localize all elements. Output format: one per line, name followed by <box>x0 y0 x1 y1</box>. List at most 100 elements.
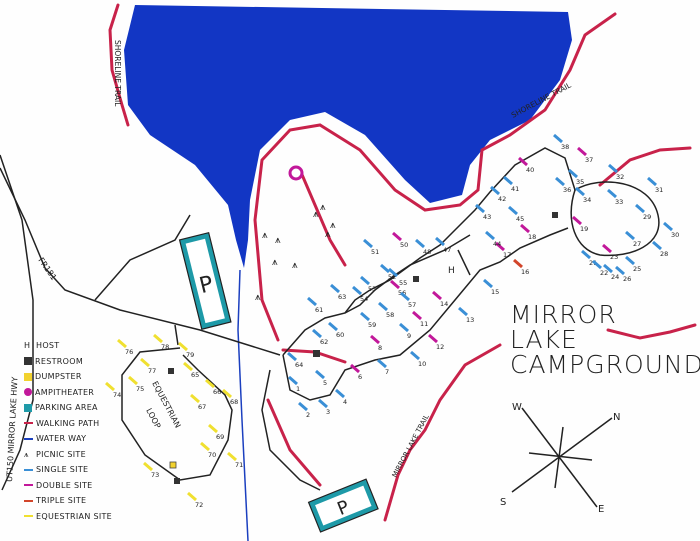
campsite-number[interactable]: 17 <box>503 251 511 259</box>
campsite-marker[interactable] <box>187 491 197 502</box>
campsite-marker[interactable] <box>603 263 613 274</box>
campsite-number[interactable]: 59 <box>368 321 376 329</box>
campsite-number[interactable]: 76 <box>125 348 133 356</box>
shoreline-trail-right[interactable] <box>253 12 617 342</box>
campsite-number[interactable]: 38 <box>561 143 569 151</box>
campsite-number[interactable]: 26 <box>623 275 631 283</box>
campsite-number[interactable]: 27 <box>633 240 641 248</box>
campsite-marker[interactable] <box>483 278 493 289</box>
equestrian-loop-road[interactable] <box>121 347 233 481</box>
campsite-number[interactable]: 77 <box>148 367 156 375</box>
campsite-number[interactable]: 48 <box>423 248 431 256</box>
campsite-number[interactable]: 23 <box>610 253 618 261</box>
campsite-number[interactable]: 69 <box>216 433 224 441</box>
campsite-marker[interactable] <box>390 279 400 290</box>
forest-road[interactable] <box>0 167 281 356</box>
campsite-marker[interactable] <box>602 243 612 254</box>
campsite-marker[interactable] <box>307 296 317 307</box>
campsite-marker[interactable] <box>330 283 340 294</box>
campsite-number[interactable]: 33 <box>615 198 623 206</box>
campsite-marker[interactable] <box>581 249 591 260</box>
campsite-number[interactable]: 22 <box>600 269 608 277</box>
campsite-marker[interactable] <box>315 369 325 380</box>
campsite-marker[interactable] <box>608 163 618 174</box>
campsite-marker[interactable] <box>392 231 402 242</box>
campsite-marker[interactable] <box>513 258 523 269</box>
campsite-marker[interactable] <box>335 388 345 399</box>
campsite-number[interactable]: 4 <box>343 398 347 406</box>
campsite-number[interactable]: 37 <box>585 156 593 164</box>
campsite-marker[interactable] <box>635 203 645 214</box>
campsite-number[interactable]: 28 <box>660 250 668 258</box>
campsite-number[interactable]: 9 <box>407 332 411 340</box>
campsite-marker[interactable] <box>140 357 150 368</box>
campsite-number[interactable]: 11 <box>420 320 428 328</box>
campground-loop-upper[interactable] <box>282 147 576 356</box>
campsite-marker[interactable] <box>208 423 218 434</box>
campsite-marker[interactable] <box>663 221 673 232</box>
campsite-number[interactable]: 61 <box>315 306 323 314</box>
campsite-number[interactable]: 64 <box>295 361 303 369</box>
highway-road[interactable] <box>0 154 34 491</box>
campsite-marker[interactable] <box>520 223 530 234</box>
campsite-number[interactable]: 30 <box>671 231 679 239</box>
campsite-marker[interactable] <box>615 265 625 276</box>
campsite-number[interactable]: 13 <box>466 316 474 324</box>
campsite-marker[interactable] <box>400 291 410 302</box>
campsite-marker[interactable] <box>378 301 388 312</box>
campsite-marker[interactable] <box>350 363 360 374</box>
campsite-marker[interactable] <box>287 351 297 362</box>
campsite-marker[interactable] <box>143 461 153 472</box>
campsite-marker[interactable] <box>575 186 585 197</box>
campsite-marker[interactable] <box>288 375 298 386</box>
campsite-marker[interactable] <box>360 311 370 322</box>
campsite-number[interactable]: 29 <box>643 213 651 221</box>
campsite-marker[interactable] <box>312 328 322 339</box>
campsite-marker[interactable] <box>205 378 215 389</box>
campsite-marker[interactable] <box>360 275 370 286</box>
shoreline-trail-left[interactable] <box>108 3 130 127</box>
parking-area-south[interactable]: P <box>307 478 379 533</box>
campsite-marker[interactable] <box>652 240 662 251</box>
campsite-number[interactable]: 57 <box>408 301 416 309</box>
campsite-marker[interactable] <box>128 375 138 386</box>
campsite-number[interactable]: 51 <box>371 248 379 256</box>
campsite-number[interactable]: 18 <box>528 233 536 241</box>
campsite-marker[interactable] <box>647 176 657 187</box>
campsite-marker[interactable] <box>363 238 373 249</box>
campsite-number[interactable]: 67 <box>198 403 206 411</box>
campsite-number[interactable]: 63 <box>338 293 346 301</box>
campsite-number[interactable]: 43 <box>483 213 491 221</box>
campsite-number[interactable]: 10 <box>418 360 426 368</box>
campsite-marker[interactable] <box>178 341 188 352</box>
campsite-number[interactable]: 16 <box>521 268 529 276</box>
campsite-marker[interactable] <box>432 290 442 301</box>
campsite-number[interactable]: 66 <box>213 388 221 396</box>
campsite-number[interactable]: 74 <box>113 391 121 399</box>
campsite-number[interactable]: 8 <box>378 344 382 352</box>
campsite-marker[interactable] <box>577 146 587 157</box>
campsite-number[interactable]: 31 <box>655 186 663 194</box>
campsite-marker[interactable] <box>153 333 163 344</box>
campsite-number[interactable]: 6 <box>358 373 362 381</box>
campsite-marker[interactable] <box>200 441 210 452</box>
campsite-marker[interactable] <box>572 215 582 226</box>
parking-area-north[interactable]: P <box>178 231 232 330</box>
campsite-number[interactable]: 55 <box>399 279 407 287</box>
mirror-lake-trail[interactable] <box>383 343 502 522</box>
campsite-number[interactable]: 15 <box>491 288 499 296</box>
campsite-number[interactable]: 70 <box>208 451 216 459</box>
campsite-number[interactable]: 62 <box>320 338 328 346</box>
campsite-marker[interactable] <box>298 401 308 412</box>
campsite-marker[interactable] <box>370 334 380 345</box>
campsite-number[interactable]: 72 <box>195 501 203 509</box>
campsite-number[interactable]: 44 <box>493 240 501 248</box>
campsite-number[interactable]: 73 <box>151 471 159 479</box>
campsite-marker[interactable] <box>592 259 602 270</box>
campsite-number[interactable]: 25 <box>633 265 641 273</box>
campsite-marker[interactable] <box>399 322 409 333</box>
campsite-number[interactable]: 2 <box>306 411 310 419</box>
campsite-marker[interactable] <box>428 333 438 344</box>
campsite-number[interactable]: 65 <box>191 371 199 379</box>
campsite-marker[interactable] <box>518 156 528 167</box>
